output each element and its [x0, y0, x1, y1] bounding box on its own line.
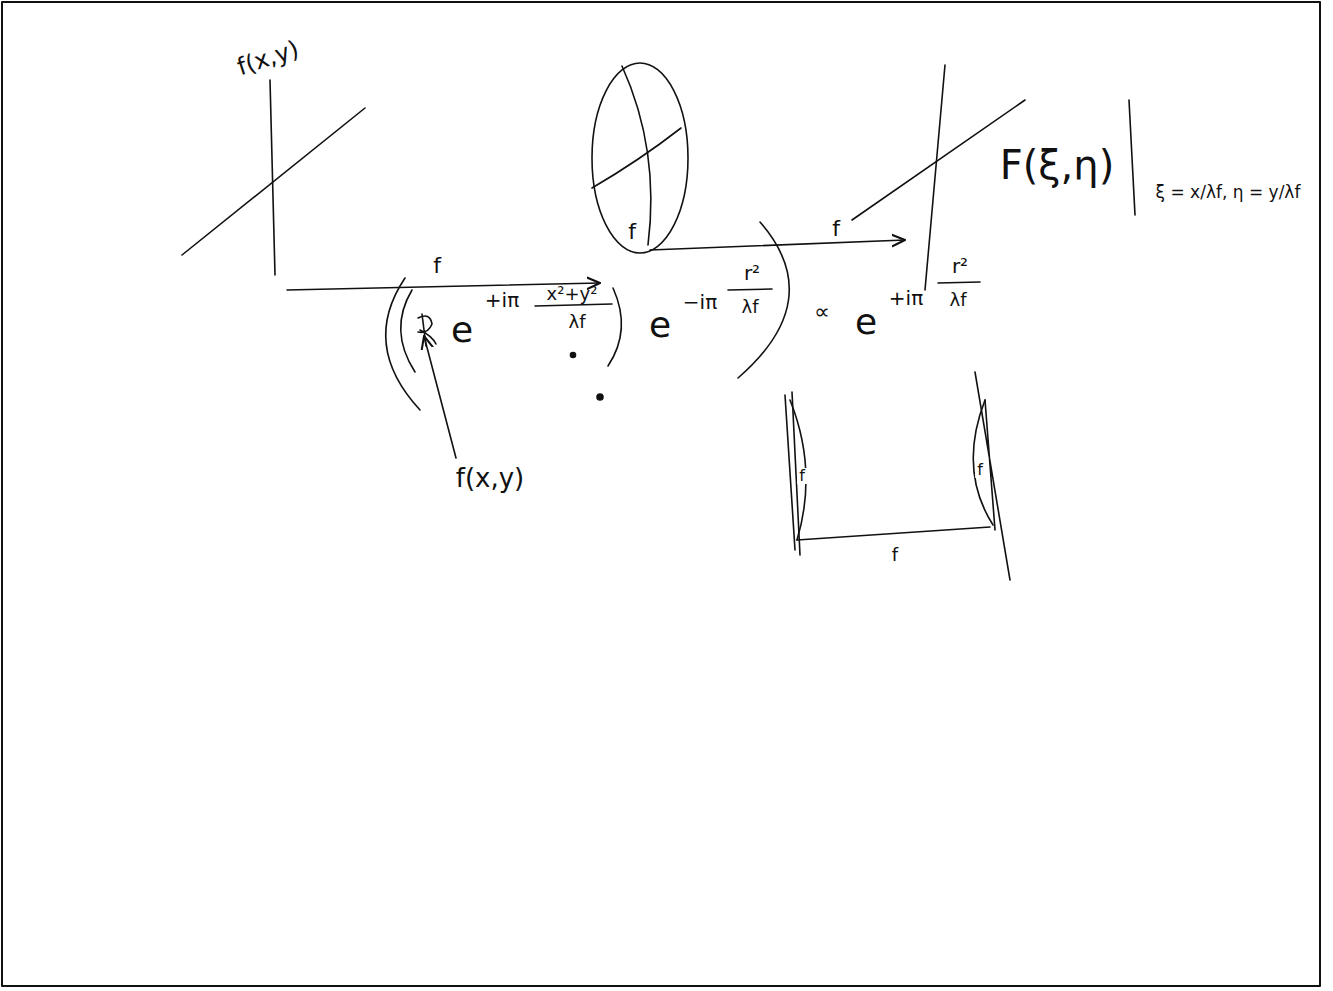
parenthesis: [386, 278, 420, 410]
fraction-bar: [535, 304, 612, 306]
sketch-label: f: [975, 462, 985, 478]
input-plane-axis: [270, 80, 275, 275]
lens-curve: [622, 66, 651, 245]
sketch-label: f: [431, 255, 443, 277]
input-plane-axis: [182, 108, 365, 255]
distance-line: [797, 527, 990, 540]
sketch-label: f: [797, 468, 807, 484]
parenthesis: [608, 288, 621, 366]
sketch-label: x²+y²: [545, 285, 600, 303]
sketch-label: f(x,y): [232, 36, 303, 80]
sketch-label: +iπ: [483, 290, 521, 310]
dot: [571, 353, 576, 358]
parenthesis: [401, 290, 415, 372]
output-plane-axis: [852, 100, 1025, 220]
plate-curve: [790, 400, 806, 540]
sketch-label: F(ξ,η): [998, 145, 1117, 185]
sketch-label: f(x,y): [454, 465, 526, 491]
sketch-label: λf: [948, 291, 969, 309]
plate: [975, 372, 1010, 580]
dot: [597, 394, 603, 400]
sketch-label: λf: [567, 313, 588, 331]
sketch-label: ξ = x/λf, η = y/λf: [1154, 184, 1303, 201]
sketch-label: e: [449, 312, 475, 348]
sketch-label: λf: [740, 298, 761, 316]
lens: [592, 63, 688, 253]
sketch-label: r²: [742, 263, 762, 283]
sketch-label: f: [626, 221, 638, 243]
sketch-label: e: [647, 307, 673, 343]
plate-curve: [973, 400, 993, 525]
sketch-label: r²: [950, 256, 970, 276]
fraction-bar: [938, 282, 980, 283]
leader-line: [424, 336, 456, 458]
sketch-label: e: [853, 304, 879, 340]
sketch-label: +iπ: [887, 288, 925, 308]
scribble: [418, 314, 436, 346]
parenthesis: [738, 222, 789, 378]
lens-curve: [592, 128, 681, 188]
sketch-label: f: [830, 218, 842, 240]
output-plane-axis: [925, 65, 945, 290]
fraction-bar: [728, 289, 772, 290]
sketch-label: ∝: [812, 301, 832, 323]
sketch-label: f: [890, 546, 900, 564]
sketch-label: −iπ: [681, 292, 719, 312]
evaluation-bar: [1129, 100, 1135, 215]
